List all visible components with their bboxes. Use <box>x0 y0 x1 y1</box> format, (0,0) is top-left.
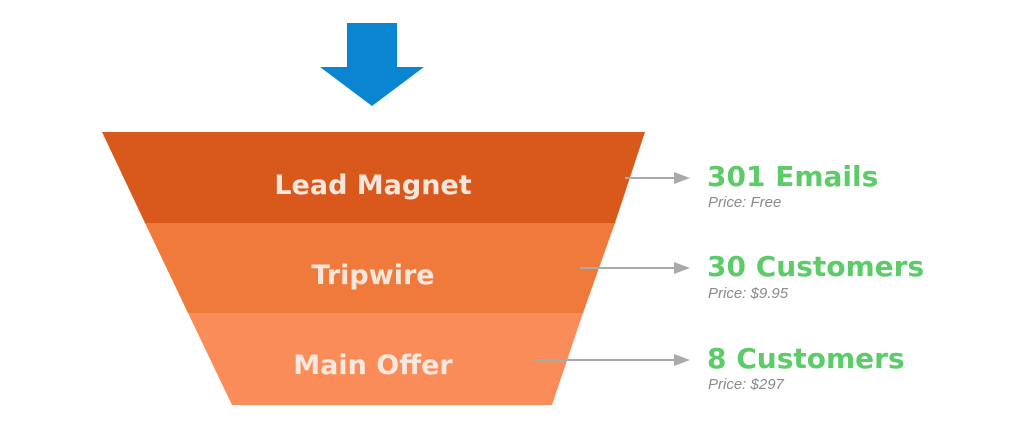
arrowhead-icon <box>674 262 690 274</box>
funnel-stage-main-offer: Main Offer <box>188 313 583 405</box>
connector-main-offer <box>535 354 690 366</box>
metrics: 301 Emails Price: Free 30 Customers Pric… <box>707 160 924 393</box>
metric-value-lead-magnet: 301 Emails <box>707 160 878 193</box>
arrowhead-icon <box>674 172 690 184</box>
metric-price-lead-magnet: Price: Free <box>708 194 781 211</box>
arrowhead-icon <box>674 354 690 366</box>
stage-label-lead-magnet: Lead Magnet <box>274 170 471 201</box>
stage-label-tripwire: Tripwire <box>311 260 434 291</box>
metric-price-main-offer: Price: $297 <box>708 376 785 393</box>
funnel-segment-lead-magnet <box>102 132 645 223</box>
metric-lead-magnet: 301 Emails Price: Free <box>707 160 878 211</box>
connector-lead-magnet <box>625 172 690 184</box>
down-arrow-icon <box>320 23 424 106</box>
stage-label-main-offer: Main Offer <box>293 350 453 381</box>
funnel: Lead Magnet Tripwire Main Offer <box>102 132 645 405</box>
funnel-segment-tripwire <box>145 223 615 313</box>
metric-value-tripwire: 30 Customers <box>707 250 924 283</box>
metric-main-offer: 8 Customers Price: $297 <box>707 342 905 393</box>
entry-arrow <box>320 23 424 106</box>
funnel-stage-lead-magnet: Lead Magnet <box>102 132 645 223</box>
metric-tripwire: 30 Customers Price: $9.95 <box>707 250 924 302</box>
connector-tripwire <box>580 262 690 274</box>
connectors <box>535 172 690 366</box>
funnel-stage-tripwire: Tripwire <box>145 223 615 313</box>
funnel-segment-main-offer <box>188 313 583 405</box>
metric-value-main-offer: 8 Customers <box>707 342 905 375</box>
metric-price-tripwire: Price: $9.95 <box>708 285 789 302</box>
